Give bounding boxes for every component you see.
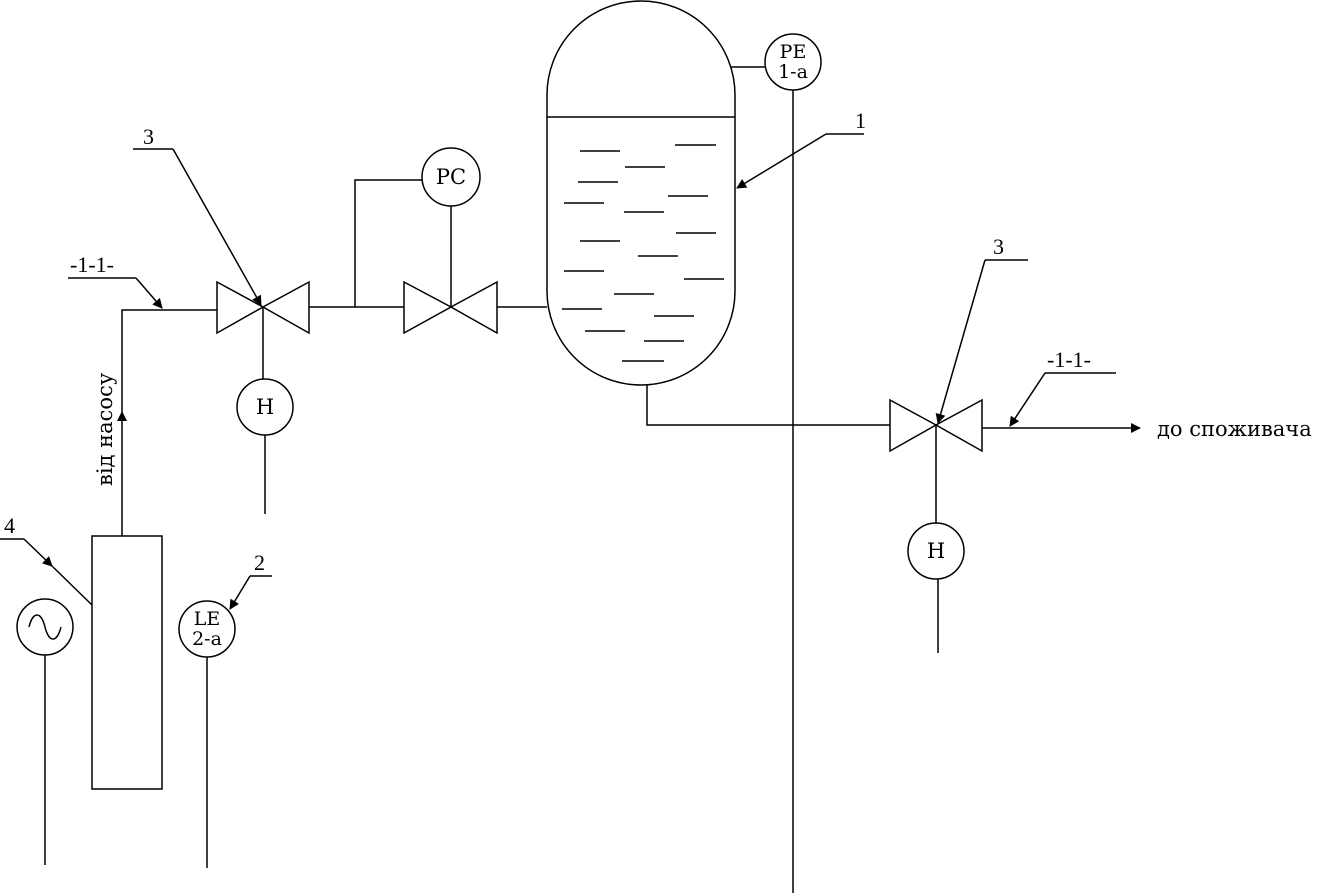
pc-impulse-line [354, 179, 424, 307]
pc-controller[interactable]: PC [421, 147, 481, 207]
h-right-label: H [927, 539, 945, 563]
ac-motor[interactable] [16, 598, 74, 656]
pe-label-top: PE [780, 41, 807, 63]
tank[interactable] [546, 0, 736, 386]
h-left-label: H [256, 395, 274, 419]
callout-label-1: 1 [855, 108, 866, 133]
callout-label-2: 2 [254, 550, 265, 575]
inlet-pipe [117, 309, 217, 536]
inlet-label: від насосу [93, 372, 117, 486]
callout-label-3-right: 3 [993, 234, 1004, 259]
pc-label: PC [436, 165, 466, 189]
valve-left[interactable] [216, 280, 310, 335]
callout-label-4: 4 [4, 513, 15, 538]
callout-pump [0, 538, 93, 606]
pump[interactable] [91, 535, 163, 790]
h-instrument-left[interactable]: H [236, 378, 294, 436]
callout-level [229, 575, 272, 610]
pe-label-bottom: 1-a [778, 61, 808, 83]
outlet-label: до споживача [1157, 417, 1312, 441]
pipe-marker-right [1009, 372, 1116, 427]
le-label-bottom: 2-a [192, 628, 222, 650]
pe-instrument[interactable]: PE 1-a [764, 33, 822, 91]
outlet-pipe [646, 385, 890, 426]
valve-pc[interactable] [403, 280, 498, 335]
ac-sine-icon [28, 614, 62, 640]
tank-liquid-hatching [562, 144, 724, 362]
h-instrument-right[interactable]: H [907, 522, 965, 580]
callout-label-3-left: 3 [143, 124, 154, 149]
pipe-label-left: -1-1- [70, 252, 114, 277]
callout-tank [736, 133, 864, 189]
valve-right[interactable] [889, 398, 983, 453]
callout-valve-right [935, 259, 1028, 424]
callout-valve-left [133, 148, 262, 306]
pipe-label-right: -1-1- [1047, 347, 1091, 372]
le-instrument[interactable]: LE 2-a [178, 600, 236, 658]
pipe-marker-left [68, 277, 163, 309]
le-label-top: LE [194, 608, 221, 630]
